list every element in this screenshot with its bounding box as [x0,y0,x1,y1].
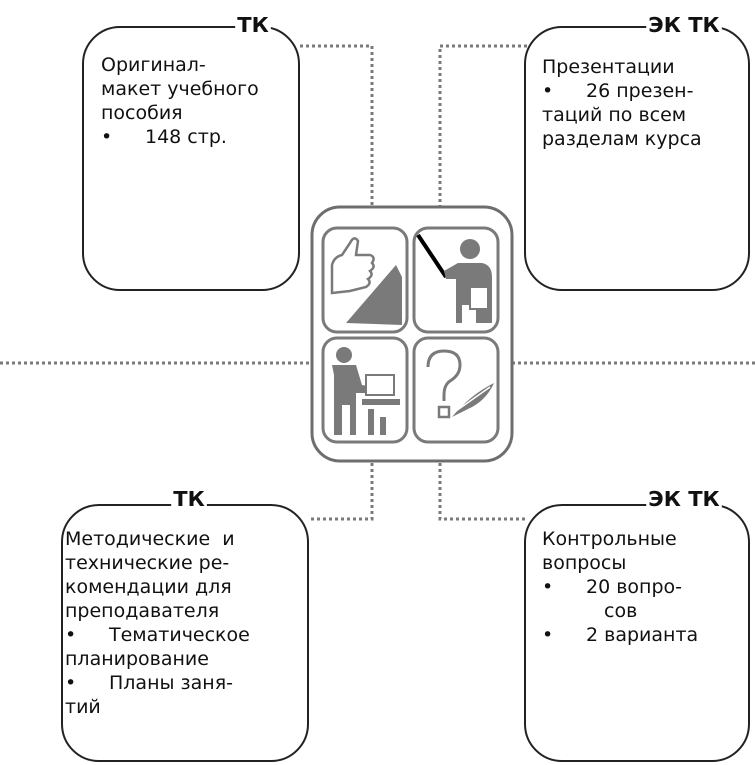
question-mark-icon [426,349,494,419]
bullet-icon: • [65,672,77,694]
card-methodology-tag: ТК [171,488,207,510]
card-line: Методические и [65,528,235,550]
bullet-icon: • [65,624,77,646]
bullet-icon: • [101,126,113,148]
card-bullet: •20 вопро- [542,576,683,598]
card-presentations-text: Презентации •26 презен- таций по всем ра… [542,55,702,151]
card-methodology [61,504,309,762]
card-methodology-text: Методические и технические ре- комендаци… [65,527,250,719]
student-at-computer-icon [332,347,400,435]
connector-top-left [300,44,374,207]
card-bullet: •Планы заня- [65,672,233,694]
card-textbook-text: Оригинал- макет учебного пособия •148 ст… [101,53,259,149]
card-line: Контрольные [542,528,677,550]
card-questions-text: Контрольные вопросы •20 вопро- сов •2 ва… [542,527,698,647]
bullet-icon: • [542,80,554,102]
card-bullet: •2 варианта [542,624,699,646]
card-questions [524,504,750,762]
card-line: сов [604,600,638,622]
card-line: Презентации [542,56,675,78]
card-line: технические ре- [65,552,230,574]
connector-bottom-left [310,463,374,521]
connector-top-right [438,44,527,207]
connector-bottom-right [438,463,527,521]
card-textbook-tag: ТК [235,14,271,36]
card-bullet: •148 стр. [101,126,227,148]
bullet-icon: • [542,576,554,598]
card-presentations [524,26,750,291]
thumbs-up-icon [330,237,402,325]
bullet-icon: • [542,624,554,646]
card-line: пособия [101,102,183,124]
center-icon-block [310,205,514,463]
card-line: таций по всем [542,104,687,126]
card-line: разделам курса [542,128,702,150]
card-line: тий [65,696,101,718]
card-line: Оригинал- [101,54,206,76]
card-line: преподавателя [65,600,220,622]
card-questions-tag: ЭК ТК [646,488,722,510]
lecturer-pointer-icon [416,233,492,323]
card-presentations-tag: ЭК ТК [646,14,722,36]
card-line: комендации для [65,576,232,598]
card-line: макет учебного [101,78,259,100]
card-bullet: •26 презен- [542,80,694,102]
card-bullet: •Тематическое [65,624,250,646]
card-line: планирование [65,648,209,670]
card-textbook [82,26,300,291]
card-line: вопросы [542,552,627,574]
